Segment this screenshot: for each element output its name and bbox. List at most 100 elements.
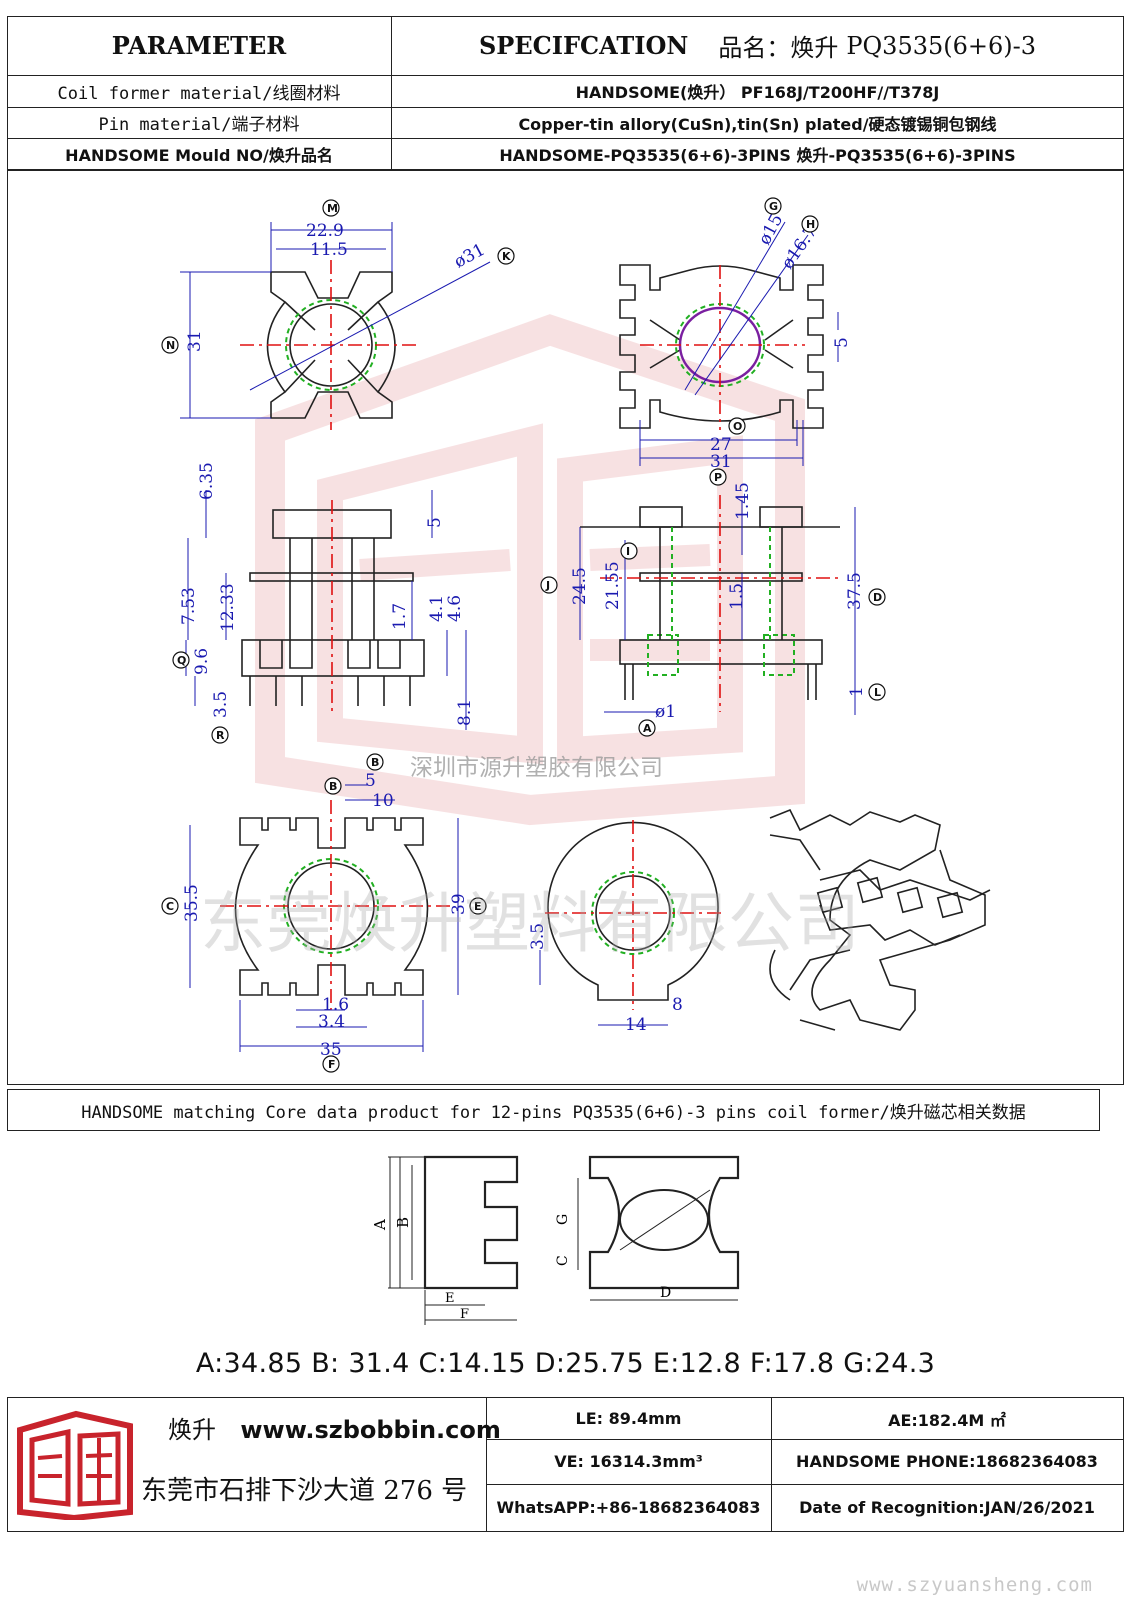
dim-4-1: 4.1 [427,595,447,622]
phone-value: HANDSOME PHONE:18682364083 [796,1452,1098,1471]
dim-37-5: 37.5 [845,572,865,610]
brand-cn: 焕升 [168,1416,216,1444]
footer-brand: 焕升 www.szbobbin.com [168,1410,501,1445]
dim-phi1: ø1 [655,702,676,722]
ve-value: VE: 16314.3mm³ [554,1452,703,1471]
whatsapp-value: WhatsAPP:+86-18682364083 [496,1498,761,1517]
core-label-d: D [660,1285,671,1301]
footer-address: 东莞市石排下沙大道 276 号 [141,1476,468,1506]
dim-phi15: ø15 [755,211,788,249]
dim-3-4: 3.4 [318,1012,345,1032]
side-view-left: 6.35 5 7.53 12.33 1.7 4.1 4.6 9.6 3.5 8.… [172,462,475,744]
product-code: PQ3535(6+6)-3 [846,31,1037,60]
le-value: LE: 89.4mm [575,1409,682,1428]
row-label-pin-material: Pin material/端子材料 [98,115,300,135]
dim-35-5: 35.5 [182,884,202,922]
row-label-coil-material: Coil former material/线圈材料 [57,83,341,104]
watermark-dongguan: 东莞焕升塑料有限公司 [200,885,860,962]
core-label-e: E [445,1291,455,1306]
core-values: A:34.85 B: 31.4 C:14.15 D:25.75 E:12.8 F… [195,1348,936,1379]
callout-n: N [166,339,175,352]
dim-8-1: 8.1 [455,699,475,726]
site-watermark: www.szyuansheng.com [856,1574,1093,1596]
parameter-heading: PARAMETER [111,31,287,60]
callout-j: J [545,579,550,592]
callout-i: I [626,545,630,558]
cad-drawing-svg: 22.9 11.5 ø31 31 M K N ø15 ø16.7 5 27 31… [161,197,991,1073]
spec-label: SPECIFCATION [478,31,689,60]
bottom-view-ring: 3.5 14 8 [528,820,725,1035]
callout-b-mid: B [329,780,337,793]
side-view-right: 1.45 24.5 21.55 1.5 37.5 1 ø1 I J D L A [540,482,886,737]
watermark-shenzhen: 深圳市源升塑胶有限公司 [410,755,663,781]
header-rule-2 [7,107,1124,108]
header-divider [391,16,392,170]
core-drawing: A B E F G C D [371,1155,740,1325]
top-view-right: ø15 ø16.7 5 27 31 G H O P [619,197,852,486]
footer-rule-2 [486,1484,1123,1485]
header-rule-3 [7,138,1124,139]
footer-table: 焕升 www.szbobbin.com 东莞市石排下沙大道 276 号 LE: … [7,1397,1124,1532]
footer-rule-1 [486,1439,1123,1440]
row-value-coil-material: HANDSOME(焕升） PF168J/T200HF//T378J [575,83,940,102]
spec-header-table [7,16,1124,170]
dim-6-35: 6.35 [197,462,217,500]
row-value-mould-no: HANDSOME-PQ3535(6+6)-3PINS 焕升-PQ3535(6+6… [499,146,1016,165]
row-value-pin-material: Copper-tin allory(CuSn),tin(Sn) plated/硬… [518,114,997,134]
callout-o: O [733,420,742,433]
core-label-a: A [371,1219,389,1231]
callout-r: R [216,729,225,742]
dim-1-pin: 1 [847,686,867,697]
dim-24-5: 24.5 [570,567,590,605]
website-link[interactable]: www.szbobbin.com [240,1416,501,1444]
logo-watermark [255,314,805,826]
dim-10: 10 [372,791,394,811]
footer-divider-1 [486,1398,487,1531]
dim-9-6: 9.6 [192,648,212,675]
callout-m: M [327,202,338,215]
dim-5-top: 5 [425,517,445,528]
dim-4-6: 4.6 [445,595,465,622]
product-name-label: 品名：焕升 [718,34,839,62]
dim-21-55: 21.55 [603,561,623,610]
dim-8: 8 [672,995,683,1015]
callout-d: D [873,591,882,604]
row-label-mould-no: HANDSOME Mould NO/焕升品名 [65,146,333,165]
dim-3-5: 3.5 [211,691,231,718]
callout-q: Q [177,654,186,667]
core-label-g: G [555,1214,571,1225]
callout-b-top: B [371,756,379,769]
core-label-b: B [394,1217,412,1228]
dim-35-width: 35 [320,1040,342,1060]
dim-14: 14 [625,1015,647,1035]
dim-1-45: 1.45 [733,482,753,520]
dim-1-5: 1.5 [727,583,747,610]
core-data-title: HANDSOME matching Core data product for … [7,1089,1100,1131]
callout-f: F [328,1058,336,1071]
callout-h: H [806,218,815,231]
front-view-left: 22.9 11.5 ø31 31 M K N [161,199,515,430]
recognition-date: Date of Recognition:JAN/26/2021 [799,1498,1095,1517]
company-logo [17,1410,133,1520]
dim-1-7: 1.7 [390,603,410,630]
dim-39: 39 [449,893,469,915]
dim-7-53: 7.53 [179,587,199,625]
dim-5-pitch: 5 [365,771,376,791]
dim-11-5: 11.5 [310,240,348,260]
footer-divider-2 [771,1398,772,1531]
callout-c: C [166,900,174,913]
dim-31-height: 31 [185,330,205,352]
dim-phi31: ø31 [451,240,489,273]
technical-drawing: 22.9 11.5 ø31 31 M K N ø15 ø16.7 5 27 31… [7,172,1124,1102]
callout-k: K [502,250,511,263]
dim-22-9: 22.9 [306,221,344,241]
header-rule-1 [7,75,1124,76]
core-label-f: F [460,1307,469,1322]
bottom-view-left: 35.5 39 35 1.6 3.4 5 10 B B C E F [161,753,487,1073]
dim-5-slot: 5 [832,337,852,348]
callout-g: G [769,200,778,213]
callout-l: L [874,686,881,699]
callout-a: A [643,722,652,735]
dim-12-33: 12.33 [218,583,238,632]
dim-1-6: 1.6 [322,995,349,1015]
